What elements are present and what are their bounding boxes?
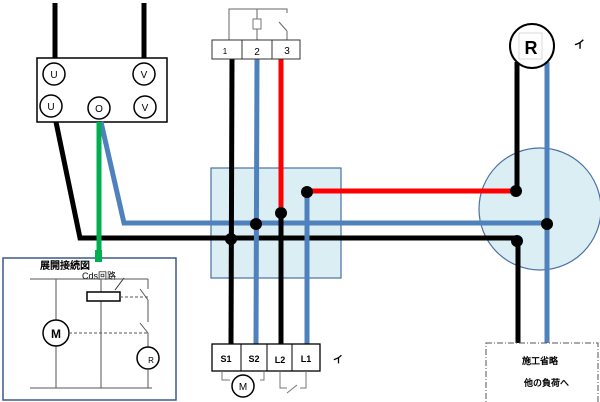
terminal-l1: L1 <box>301 354 312 364</box>
cds-label: Cds回路 <box>82 270 116 281</box>
terminal-bottom-v-label: V <box>142 103 149 114</box>
terminal-s2: S2 <box>248 354 259 364</box>
terminal-bottom-o <box>87 96 111 120</box>
schematic-title: 展開接続図 <box>40 259 90 272</box>
note-line-2: 他の負荷へ <box>523 377 569 389</box>
schematic-motor-label: M <box>51 327 61 341</box>
junction-dot <box>541 218 553 230</box>
terminal-top-v <box>132 62 156 86</box>
sensor-terminal-2: 2 <box>254 47 260 58</box>
terminal-s1: S1 <box>220 354 231 364</box>
terminal-bottom-v <box>133 95 157 119</box>
schematic-lamp-label: R <box>148 356 154 365</box>
junction-box-round <box>478 147 600 271</box>
junction-dot <box>510 185 522 197</box>
sensor-relay-icon <box>252 18 262 30</box>
lamp-label: イ <box>574 38 585 51</box>
blue-wire-supply <box>98 121 547 226</box>
load-terminal-block: S1 S2 L2 L1 イ M <box>211 343 343 398</box>
motor-icon <box>231 374 255 398</box>
sensor-switch-icon <box>278 21 288 32</box>
cds-arrow-icon <box>114 277 125 291</box>
sensor-wire-2-blue <box>253 58 260 345</box>
cds-relay-icon <box>86 291 121 302</box>
note-box: 施工省略 他の負荷へ <box>485 342 599 402</box>
motor-label: M <box>239 382 247 393</box>
lamp-symbol: R <box>525 38 538 58</box>
junction-dot <box>275 207 287 219</box>
terminal-top-u-label: U <box>50 70 57 81</box>
terminal-bottom-u-label: U <box>47 102 54 113</box>
terminal-bottom-u <box>39 94 63 118</box>
schematic-box: 展開接続図 Cds回路 M R <box>2 250 177 401</box>
junction-dot <box>301 186 313 198</box>
switch-icon <box>286 384 298 394</box>
terminal-top-u <box>42 62 66 86</box>
source-terminal-box: U V U O V <box>36 57 168 123</box>
sensor-terminal-1: 1 <box>223 47 228 56</box>
load-block-label: イ <box>333 354 343 366</box>
junction-dot <box>511 235 523 247</box>
terminal-l2: L2 <box>275 355 286 365</box>
terminal-top-v-label: V <box>141 70 148 81</box>
black-wire-neutral <box>53 121 518 241</box>
lamp: R イ <box>509 23 585 69</box>
note-line-1: 施工省略 <box>522 355 559 367</box>
sensor-terminal-3: 3 <box>284 46 290 57</box>
terminal-bottom-o-label: O <box>95 104 103 115</box>
sensor-wire-1-black <box>228 58 235 345</box>
junction-dot <box>225 233 237 245</box>
junction-dot <box>250 218 262 230</box>
sensor-terminal-block: 1 2 3 <box>211 8 301 60</box>
